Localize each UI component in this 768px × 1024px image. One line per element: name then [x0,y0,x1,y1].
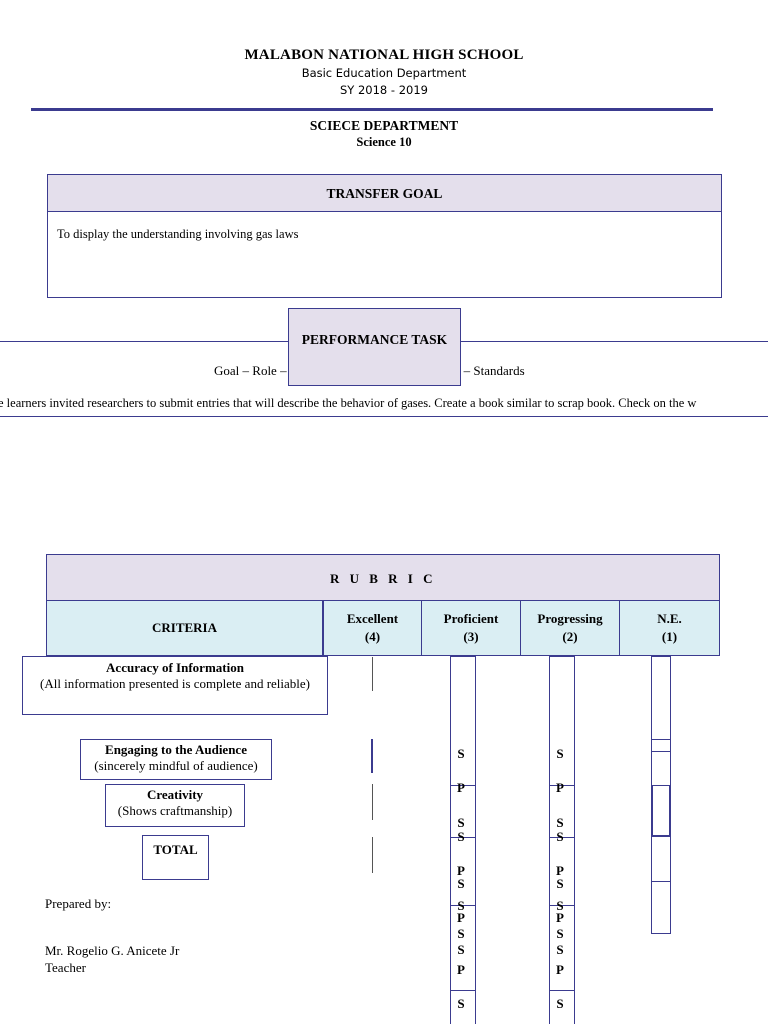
transfer-goal-text: To display the understanding involving g… [57,227,299,241]
proficient-letter: S [457,746,465,761]
progressing-letter: S [556,815,564,830]
progressing-letter: S [556,876,564,891]
proficient-letter: P [457,863,465,878]
proficient-divider-3 [450,905,476,906]
progressing-letter: S [556,829,564,844]
proficient-divider-1 [450,785,476,786]
proficient-letter: S [457,815,465,830]
progressing-divider-4 [549,990,575,991]
criterion-engaging-name: Engaging to the Audience [105,742,247,757]
rubric-header-ne: N.E. (1) [619,600,720,656]
criterion-creativity: Creativity (Shows craftmanship) [105,784,245,827]
progressing-letter: S [556,898,564,913]
rubric-title: R U B R I C [46,554,720,601]
ne-cell-total [651,836,671,882]
proficient-letter: P [457,780,465,795]
teacher-title: Teacher [45,960,86,975]
criterion-creativity-name: Creativity [146,787,204,802]
proficient-letter: P [457,910,465,925]
progressing-divider-3 [549,905,575,906]
ne-label: N.E. [657,611,682,626]
proficient-letter: S [457,876,465,891]
excellent-label: Excellent [346,611,399,626]
rubric-header-excellent: Excellent (4) [323,600,422,656]
proficient-score: (3) [463,629,479,644]
excellent-tick-3 [372,784,373,820]
proficient-letter: S [457,996,465,1011]
grasps-right-text: ct – Standards [451,363,525,378]
progressing-divider-1 [549,785,575,786]
transfer-goal-box: TRANSFER GOAL To display the understandi… [47,174,722,298]
criterion-accuracy: Accuracy of Information (All information… [22,656,328,715]
excellent-tick-1 [372,657,373,691]
criterion-engaging: Engaging to the Audience (sincerely mind… [80,739,272,780]
progressing-score-column [549,656,575,1024]
progressing-letter: P [556,780,564,795]
criteria-header-label: CRITERIA [151,620,217,635]
progressing-letter: S [556,746,564,761]
progressing-letter: S [556,926,564,941]
excellent-tick-4 [372,837,373,873]
excellent-tick-2 [371,739,373,773]
proficient-letter: S [457,829,465,844]
proficient-label: Proficient [443,611,499,626]
grasps-left-text: Goal – Role – [214,363,287,378]
performance-task-bottom-line [0,416,768,417]
criterion-total: TOTAL [142,835,209,880]
header-divider [31,108,713,111]
progressing-letter: P [556,910,564,925]
rubric-header-progressing: Progressing (2) [520,600,620,656]
criterion-accuracy-name: Accuracy of Information [106,660,244,675]
progressing-letter: P [556,962,564,977]
performance-task-title: PERFORMANCE TASK [288,308,461,386]
prepared-by-label: Prepared by: [45,896,112,911]
transfer-goal-title: TRANSFER GOAL [48,175,721,212]
excellent-score: (4) [364,629,381,644]
performance-task-scenario: e learners invited researchers to submit… [0,396,697,410]
criterion-total-name: TOTAL [153,842,198,857]
proficient-divider-2 [450,837,476,838]
ne-score: (1) [661,629,678,644]
criterion-accuracy-description: (All information presented is complete a… [39,676,311,691]
ne-cell-creativity [651,785,671,836]
progressing-letter: S [556,942,564,957]
proficient-letter: P [457,962,465,977]
rubric-header-proficient: Proficient (3) [421,600,521,656]
teacher-name: Mr. Rogelio G. Anicete Jr [45,943,180,958]
subject-title: Science 10 [356,135,412,149]
rubric-header-criteria: CRITERIA [46,600,323,656]
progressing-letter: P [556,863,564,878]
progressing-label: Progressing [537,611,603,626]
school-year: SY 2018 - 2019 [340,83,428,97]
proficient-letter: S [457,942,465,957]
proficient-divider-4 [450,990,476,991]
progressing-divider-2 [549,837,575,838]
criterion-creativity-description: (Shows craftmanship) [117,803,233,818]
ne-cell-engaging [651,739,671,752]
department-name: Basic Education Department [301,66,467,80]
criterion-engaging-description: (sincerely mindful of audience) [94,758,258,773]
proficient-letter: S [457,898,465,913]
school-name: MALABON NATIONAL HIGH SCHOOL [244,47,524,63]
progressing-score: (2) [562,629,578,644]
progressing-letter: S [556,996,564,1011]
proficient-letter: S [457,926,465,941]
proficient-score-column [450,656,476,1024]
science-department-title: SCIECE DEPARTMENT [309,118,459,133]
